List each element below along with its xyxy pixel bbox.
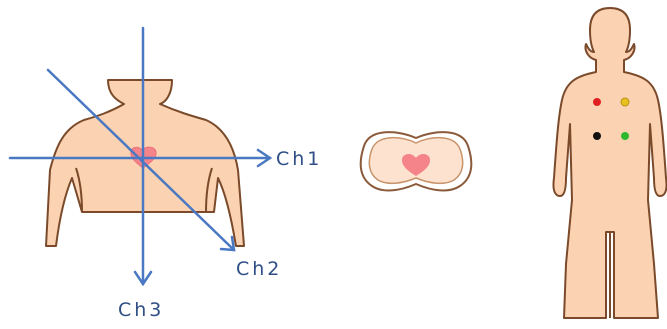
electrode-black — [593, 132, 601, 140]
ch1-label: Ch1 — [276, 148, 322, 170]
electrode-green — [621, 132, 629, 140]
electrode-yellow — [621, 98, 629, 106]
chest-cross-section-icon — [361, 132, 472, 190]
full-body-icon — [553, 8, 666, 318]
ch2-label: Ch2 — [236, 258, 282, 280]
ch3-label: Ch3 — [118, 299, 164, 321]
electrode-red — [593, 98, 601, 106]
